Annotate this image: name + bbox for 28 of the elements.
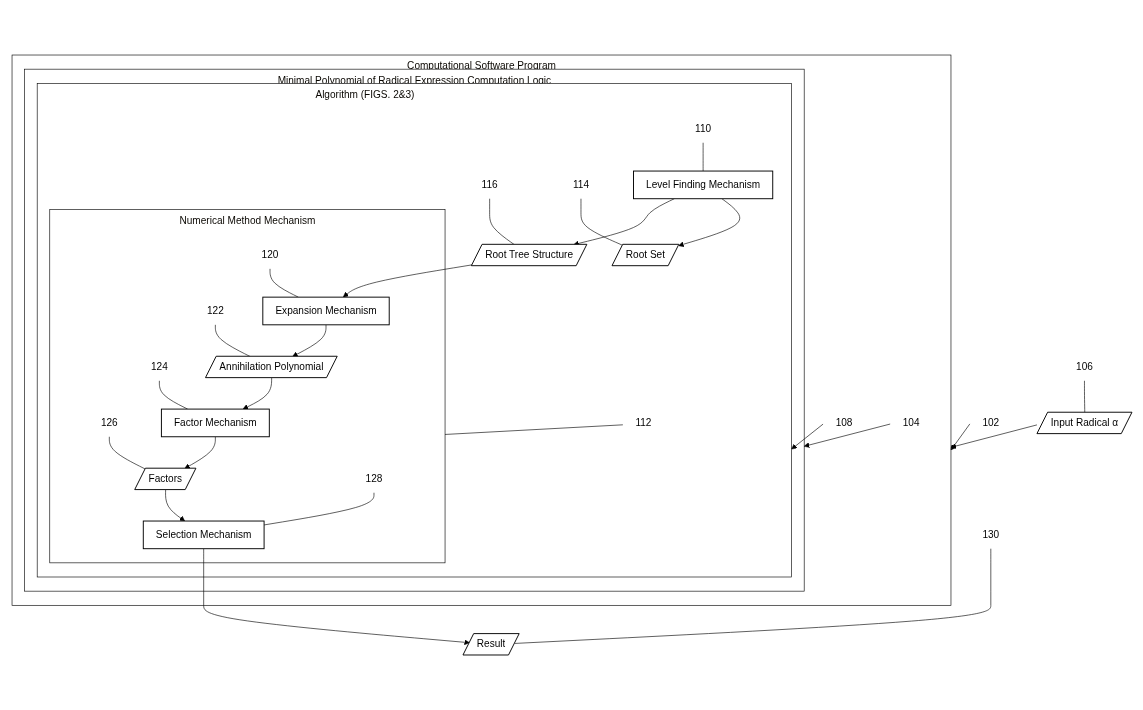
node-box: Level Finding Mechanism bbox=[632, 170, 773, 200]
node-box: Selection Mechanism bbox=[142, 520, 265, 550]
node-box: Factor Mechanism bbox=[160, 408, 270, 438]
node-text: 116 bbox=[481, 179, 498, 190]
node-text: 120 bbox=[261, 249, 278, 261]
node-text: 124 bbox=[150, 361, 168, 372]
node-text: 122 bbox=[206, 305, 224, 317]
node-text: 130 bbox=[981, 529, 999, 540]
connector bbox=[444, 424, 623, 435]
connector bbox=[108, 436, 146, 470]
node-text: 128 bbox=[365, 473, 382, 484]
connector bbox=[488, 198, 515, 245]
node-text: 108 bbox=[835, 417, 852, 428]
node-text: 102 bbox=[981, 417, 999, 428]
node-text: 112 bbox=[634, 417, 651, 428]
node-box: Expansion Mechanism bbox=[261, 296, 390, 326]
connector bbox=[214, 324, 251, 357]
connector bbox=[158, 380, 188, 410]
node-text: 106 bbox=[1075, 361, 1093, 372]
connector bbox=[1083, 380, 1085, 413]
connector bbox=[580, 198, 623, 246]
node-text: 110 bbox=[694, 123, 711, 134]
node-text: 114 bbox=[572, 179, 589, 190]
connector bbox=[269, 268, 299, 298]
node-text: 104 bbox=[902, 417, 920, 428]
node-text: 126 bbox=[100, 417, 118, 428]
connector bbox=[263, 492, 374, 526]
connector bbox=[513, 548, 991, 644]
